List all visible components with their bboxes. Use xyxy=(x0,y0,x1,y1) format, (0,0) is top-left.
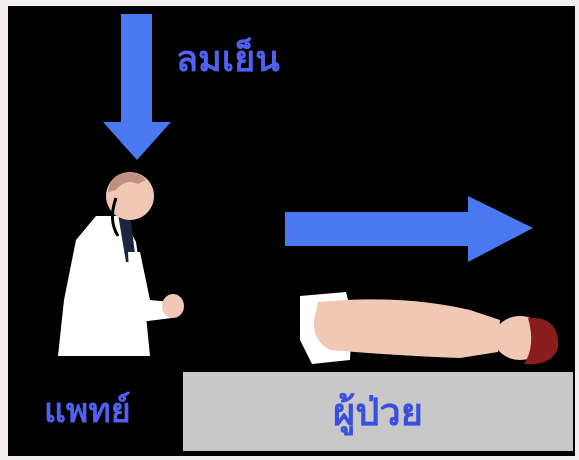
cool-air-label: ลมเย็น xyxy=(176,42,280,78)
doctor-label: แพทย์ xyxy=(44,394,131,428)
patient-label: ผู้ป่วย xyxy=(183,372,573,451)
